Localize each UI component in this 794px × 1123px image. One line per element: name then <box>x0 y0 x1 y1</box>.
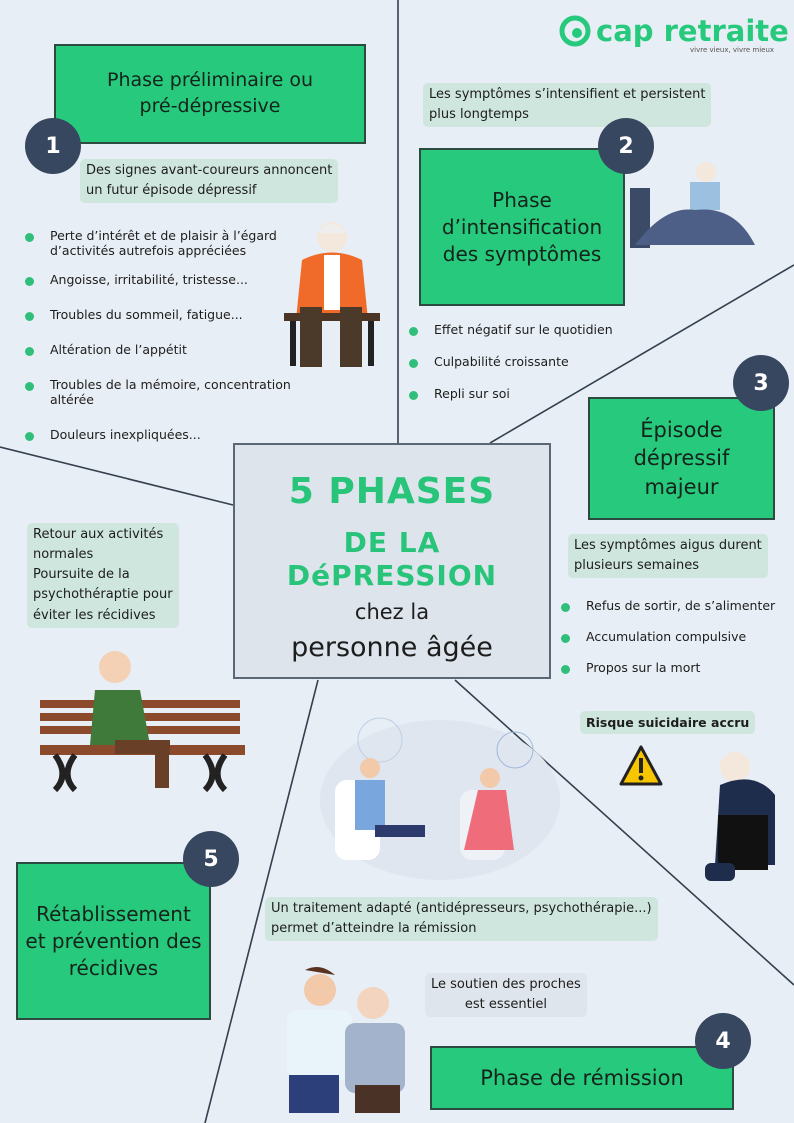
list-item: Repli sur soi <box>409 386 613 401</box>
warning-triangle-icon <box>619 745 663 786</box>
man-in-bed-illustration <box>630 162 755 248</box>
list-item: Culpabilité croissante <box>409 354 613 369</box>
phase3-number-badge: 3 <box>733 355 789 411</box>
list-item: Propos sur la mort <box>561 660 775 675</box>
list-item: Troubles du sommeil, fatigue... <box>25 307 325 322</box>
list-item: Accumulation compulsive <box>561 629 775 644</box>
title-line-3: chez la <box>354 600 430 624</box>
brand-name: cap retraite <box>596 14 789 48</box>
list-item: Effet négatif sur le quotidien <box>409 322 613 337</box>
list-item: Perte d’intérêt et de plaisir à l’égard … <box>25 228 325 258</box>
phase5-number-badge: 5 <box>183 831 239 887</box>
phase1-symptom-list: Perte d’intérêt et de plaisir à l’égard … <box>25 228 325 442</box>
phase3-symptom-list: Refus de sortir, de s’alimenter Accumula… <box>561 598 775 675</box>
sad-elderly-man-illustration <box>284 222 380 367</box>
phase5-title: Rétablissement et prévention des récidiv… <box>16 862 211 1020</box>
crying-elderly-man-illustration <box>705 752 775 881</box>
list-item: Refus de sortir, de s’alimenter <box>561 598 775 613</box>
phase4-note: Un traitement adapté (antidépresseurs, p… <box>265 897 658 942</box>
phase1-title: Phase préliminaire ou pré-dépressive <box>54 44 366 144</box>
title-line-4: personne âgée <box>291 632 493 663</box>
phase1-number-badge: 1 <box>25 118 81 174</box>
list-item: Douleurs inexpliquées... <box>25 427 325 442</box>
brand-logo: cap retraite <box>558 14 789 48</box>
logo-icon <box>559 15 591 47</box>
phase2-symptom-list: Effet négatif sur le quotidien Culpabili… <box>409 322 613 401</box>
phase3-title: Épisode dépressif majeur <box>588 397 775 520</box>
list-item: Angoisse, irritabilité, tristesse... <box>25 272 325 287</box>
phase2-number-badge: 2 <box>598 118 654 174</box>
title-line-1: 5 PHASES <box>288 471 496 512</box>
list-item: Troubles de la mémoire, concentration al… <box>25 377 325 407</box>
phase4-title: Phase de rémission <box>430 1046 734 1110</box>
suicide-risk-warning: Risque suicidaire accru <box>580 711 756 735</box>
list-item: Altération de l’appétit <box>25 342 325 357</box>
phase4-number-badge: 4 <box>695 1013 751 1069</box>
therapy-session-illustration <box>320 717 560 880</box>
phase2-note: Les symptômes s’intensifient et persiste… <box>423 83 712 128</box>
main-title-box: 5 PHASES DE LA DéPRESSION chez la person… <box>233 443 551 679</box>
phase2-title: Phase d’intensification des symptômes <box>419 148 625 306</box>
title-line-2: DE LA DéPRESSION <box>286 526 498 592</box>
brand-tagline: vivre vieux, vivre mieux <box>690 46 775 54</box>
elderly-man-on-bench-illustration <box>40 651 245 793</box>
family-support-illustration <box>287 966 405 1113</box>
